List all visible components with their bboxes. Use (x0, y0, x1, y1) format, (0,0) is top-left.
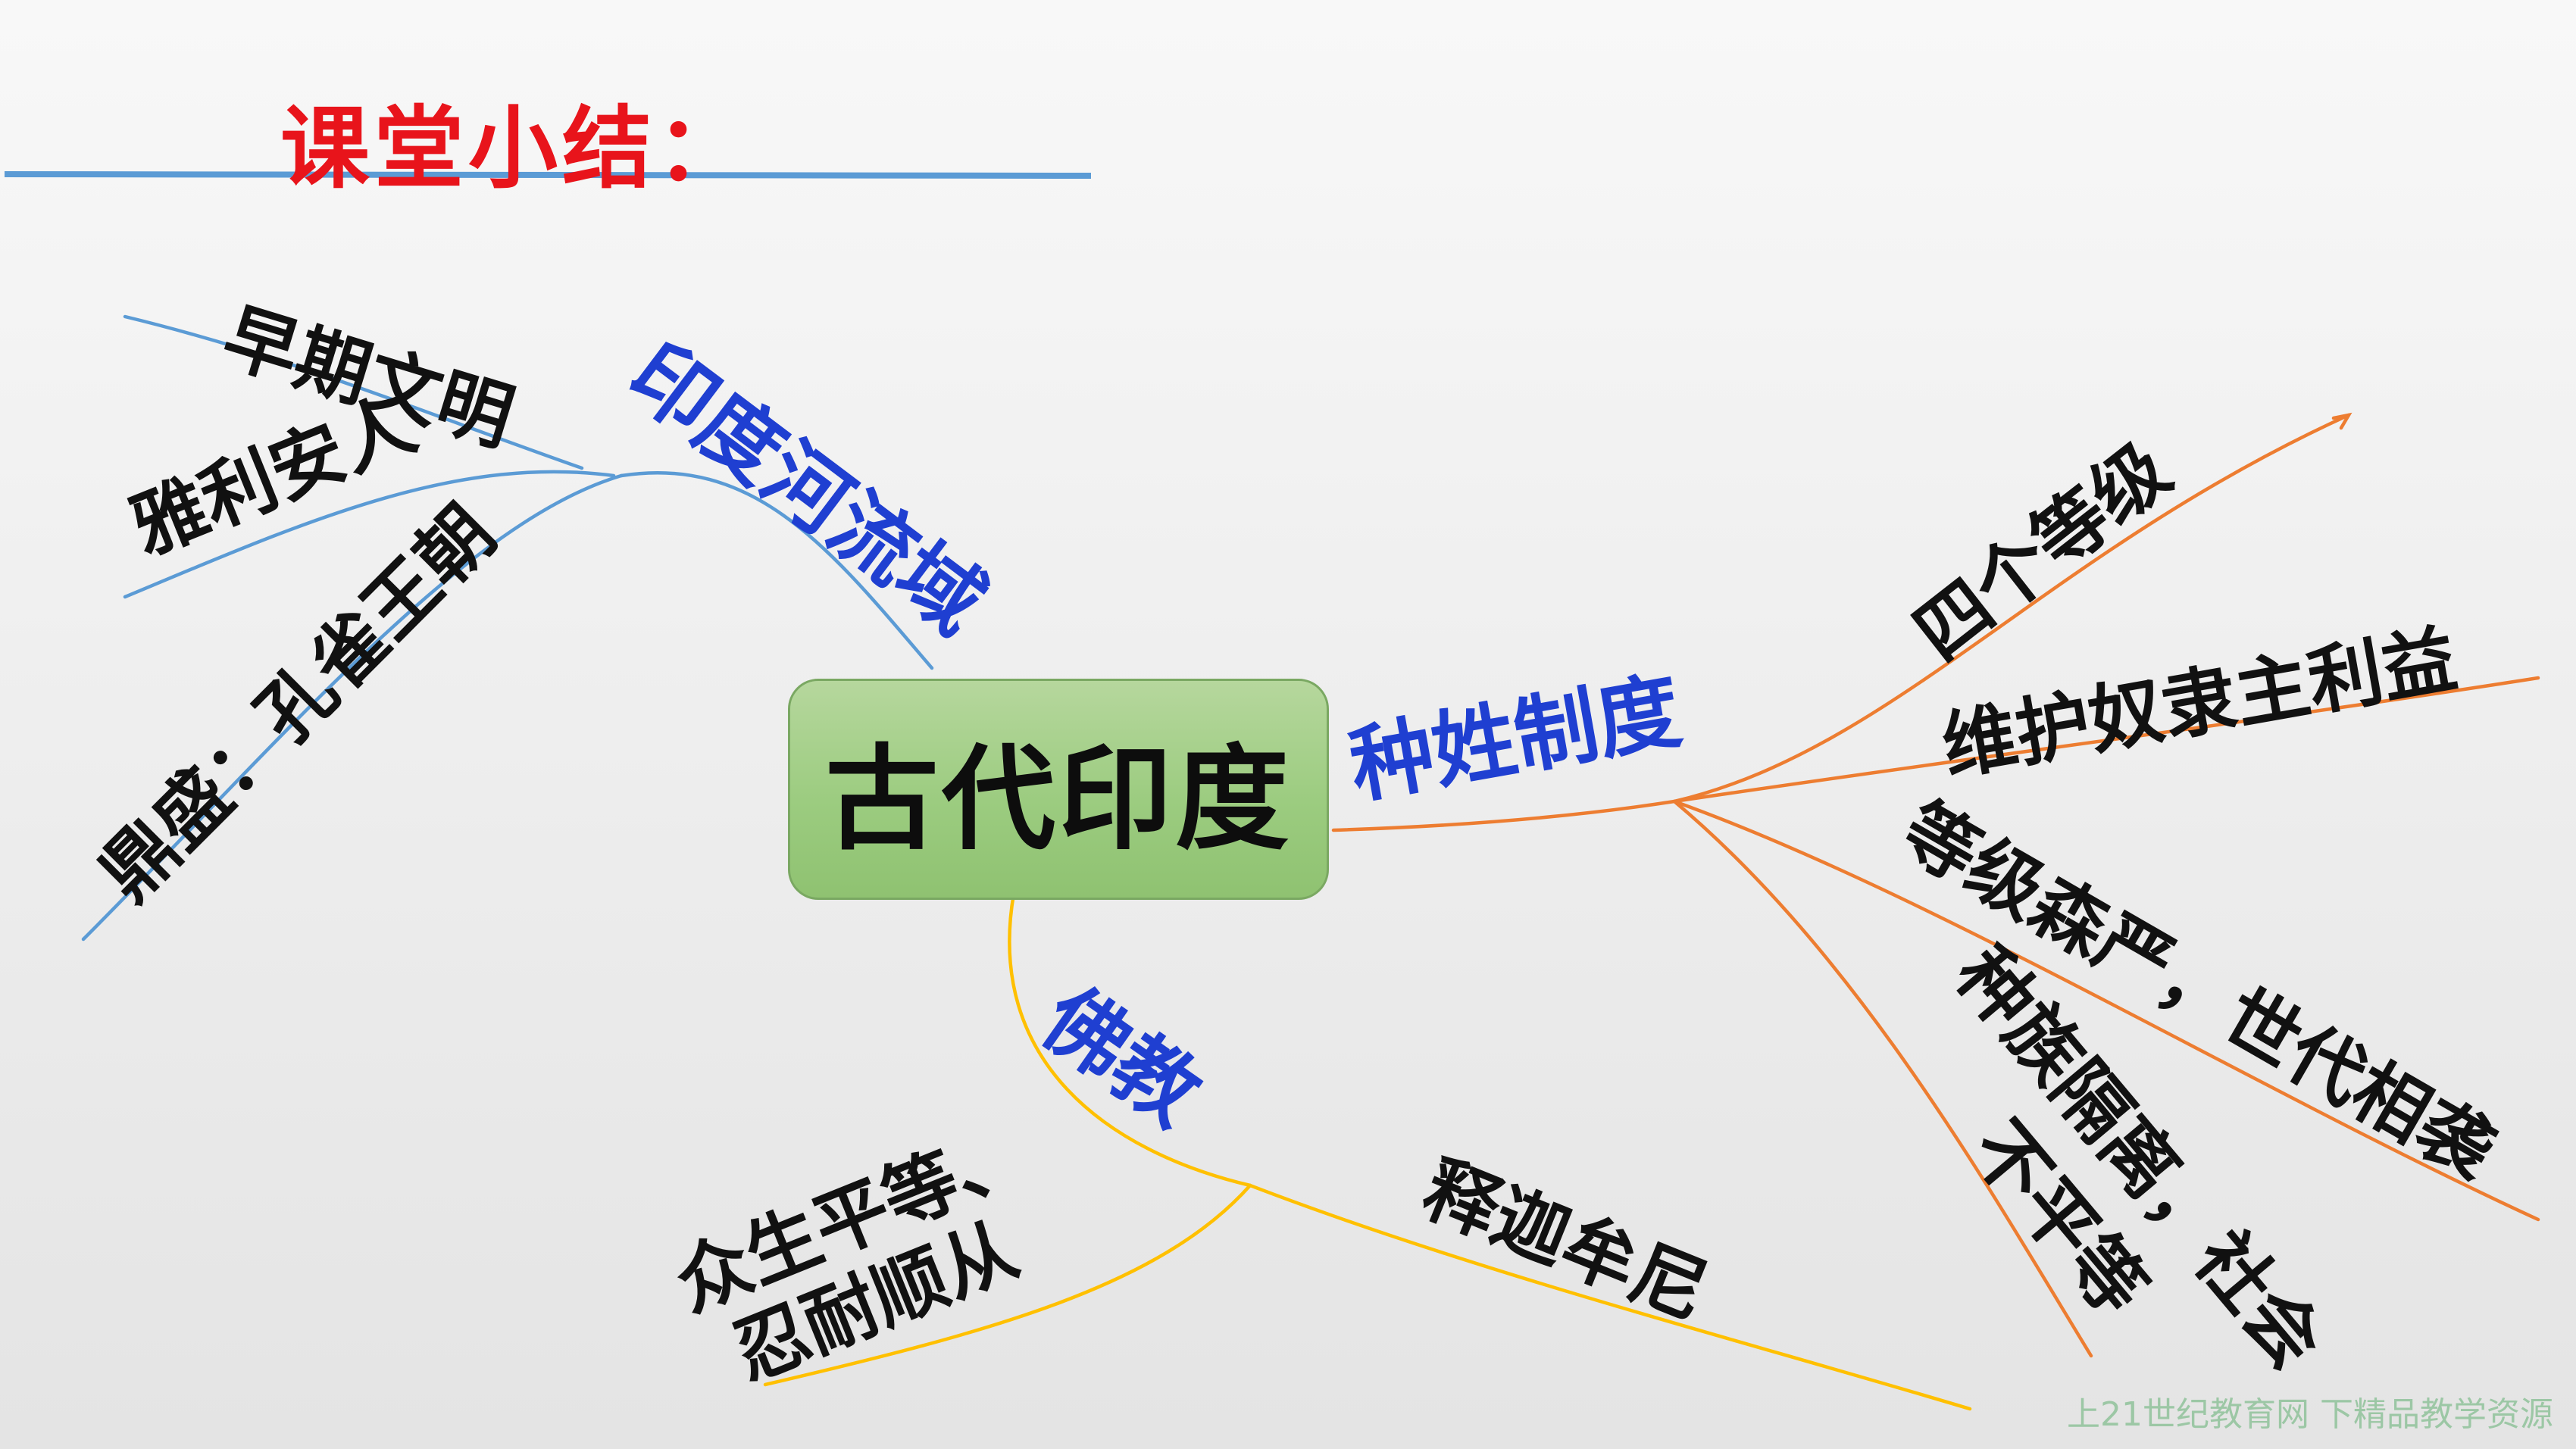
footer-watermark: 上21世纪教育网 下精品教学资源 (2067, 1395, 2553, 1434)
caste-line-segregation (1672, 799, 2093, 1358)
caste-line-four-levels (1672, 413, 2351, 804)
indus-main-line (619, 470, 934, 670)
central-topic-label: 古代印度 (824, 733, 1292, 866)
indus-line-maurya (81, 473, 624, 942)
indus-line-aryans (123, 470, 616, 599)
title-underline (4, 171, 1092, 179)
page-title: 课堂小结： (280, 96, 751, 201)
buddhism-line-shakyamuni (1248, 1183, 1972, 1411)
caste-main-line (1331, 799, 1677, 832)
caste-line-arrowhead (2331, 412, 2352, 430)
caste-line-slave-owners (1672, 676, 2540, 804)
central-topic: 古代印度 (788, 679, 1329, 900)
caste-line-strict-hierarchy (1672, 799, 2540, 1222)
indus-line-early-civilization (123, 314, 584, 470)
buddhism-line-equality (763, 1183, 1252, 1387)
buddhism-main-line (1008, 892, 1252, 1188)
